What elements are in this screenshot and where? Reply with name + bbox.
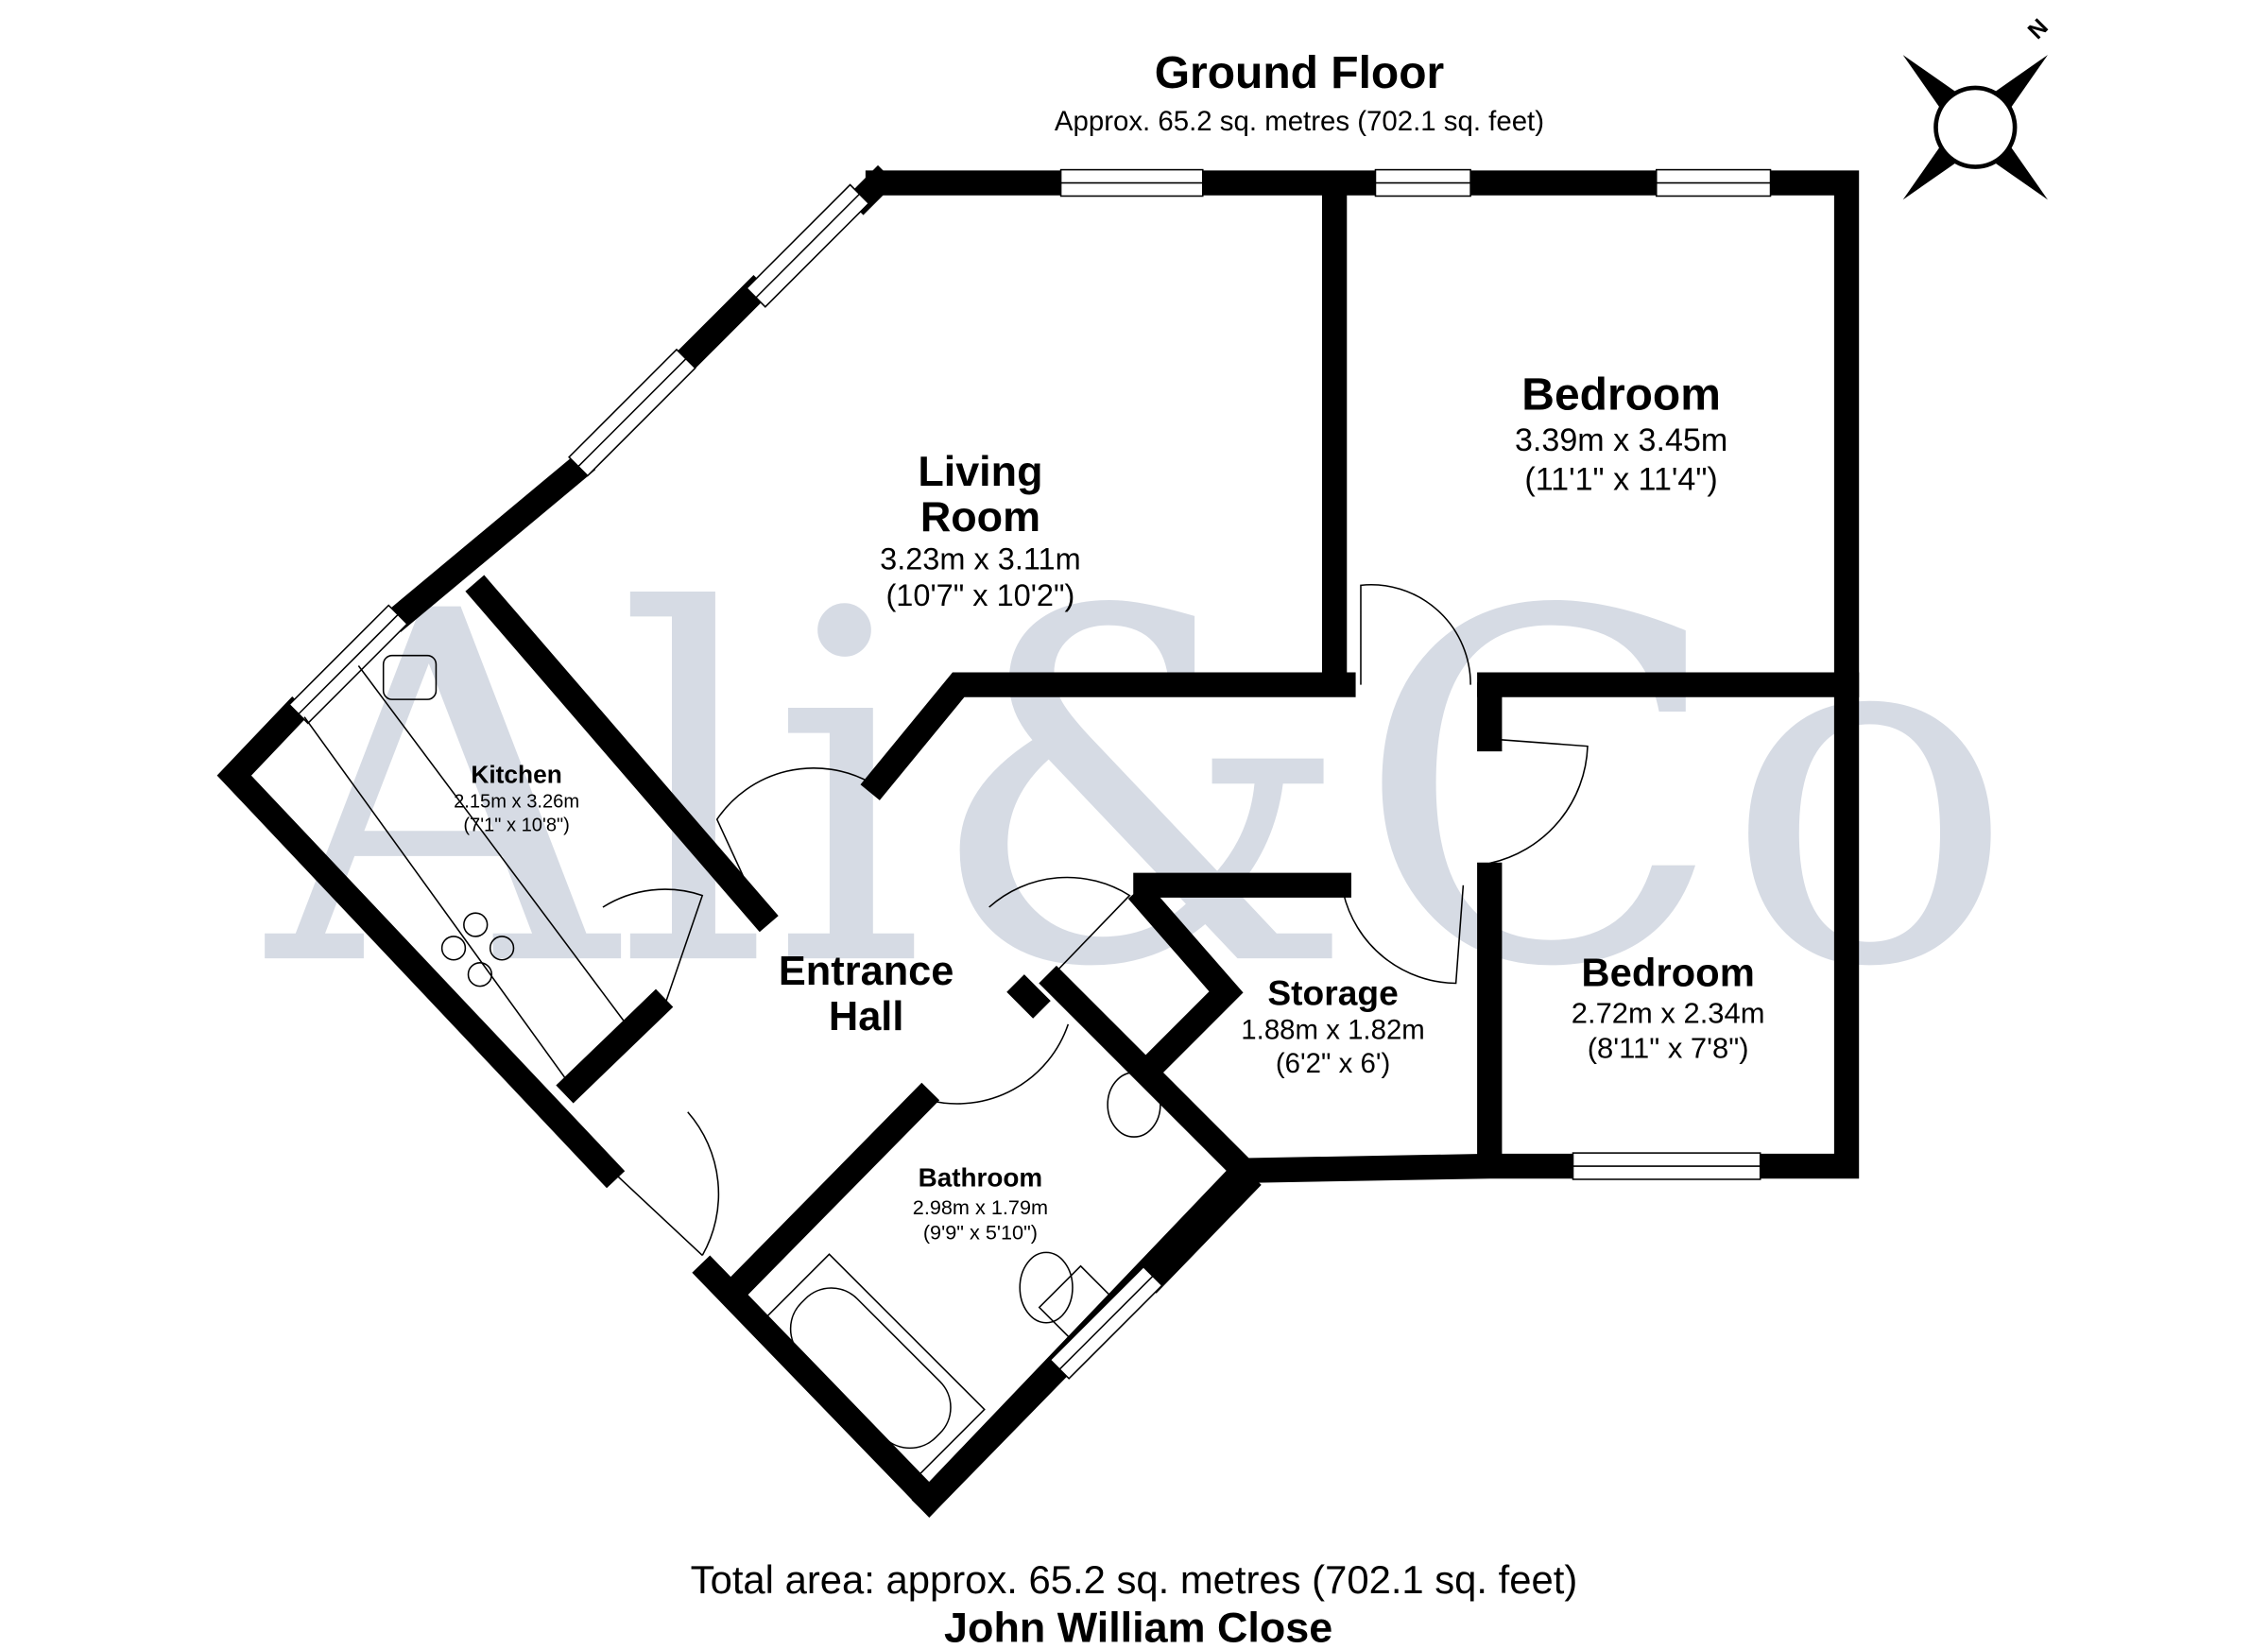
- room-label-kitchen: Kitchen 2.15m x 3.26m (7'1" x 10'8"): [454, 760, 579, 835]
- address: John William Close: [944, 1603, 1332, 1649]
- svg-text:(8'11" x 7'8"): (8'11" x 7'8"): [1588, 1031, 1749, 1064]
- svg-text:Living: Living: [918, 447, 1042, 495]
- svg-text:Bedroom: Bedroom: [1521, 370, 1721, 421]
- svg-text:Bathroom: Bathroom: [919, 1163, 1043, 1193]
- svg-text:2.72m x 2.34m: 2.72m x 2.34m: [1572, 996, 1765, 1029]
- total-area: Total area: approx. 65.2 sq. metres (702…: [691, 1557, 1578, 1602]
- windows: [288, 168, 1772, 1380]
- bathroom-fixtures: [755, 1072, 1161, 1484]
- svg-text:3.39m x 3.45m: 3.39m x 3.45m: [1515, 422, 1727, 458]
- svg-text:Kitchen: Kitchen: [471, 760, 562, 788]
- watermark: Ali&Co: [260, 510, 2015, 1073]
- floor-title: Ground Floor: [1155, 48, 1445, 98]
- walls: [216, 164, 1860, 1519]
- svg-text:(11'1" x 11'4"): (11'1" x 11'4"): [1524, 462, 1717, 498]
- svg-text:3.23m x 3.11m: 3.23m x 3.11m: [880, 541, 1081, 575]
- svg-text:2.98m x 1.79m: 2.98m x 1.79m: [913, 1195, 1048, 1219]
- svg-text:Hall: Hall: [829, 994, 904, 1039]
- room-label-bedroom-1: Bedroom 3.39m x 3.45m (11'1" x 11'4"): [1515, 370, 1727, 498]
- svg-text:1.88m x 1.82m: 1.88m x 1.82m: [1241, 1014, 1425, 1045]
- compass-icon: [1902, 55, 2048, 200]
- svg-text:Entrance: Entrance: [779, 949, 954, 994]
- svg-text:Bedroom: Bedroom: [1581, 951, 1754, 995]
- room-label-storage: Storage 1.88m x 1.82m (6'2" x 6'): [1241, 973, 1425, 1079]
- svg-text:2.15m x 3.26m: 2.15m x 3.26m: [454, 792, 579, 813]
- svg-text:(6'2" x 6'): (6'2" x 6'): [1276, 1048, 1390, 1079]
- floor-area: Approx. 65.2 sq. metres (702.1 sq. feet): [1055, 106, 1544, 137]
- room-label-entrance-hall: Entrance Hall: [779, 949, 954, 1039]
- kitchen-fixtures: [303, 654, 627, 1087]
- svg-text:Room: Room: [920, 492, 1040, 541]
- room-label-bedroom-2: Bedroom 2.72m x 2.34m (8'11" x 7'8"): [1572, 951, 1765, 1065]
- room-label-bathroom: Bathroom 2.98m x 1.79m (9'9" x 5'10"): [913, 1163, 1048, 1245]
- room-label-living: Living Room 3.23m x 3.11m (10'7" x 10'2"…: [880, 447, 1081, 612]
- svg-text:Storage: Storage: [1267, 973, 1398, 1013]
- doors: [602, 584, 1589, 1257]
- svg-text:(7'1" x 10'8"): (7'1" x 10'8"): [463, 815, 570, 835]
- svg-text:(10'7" x 10'2"): (10'7" x 10'2"): [885, 578, 1074, 612]
- svg-text:(9'9" x 5'10"): (9'9" x 5'10"): [923, 1220, 1038, 1244]
- compass-north-label: N: [2023, 14, 2053, 44]
